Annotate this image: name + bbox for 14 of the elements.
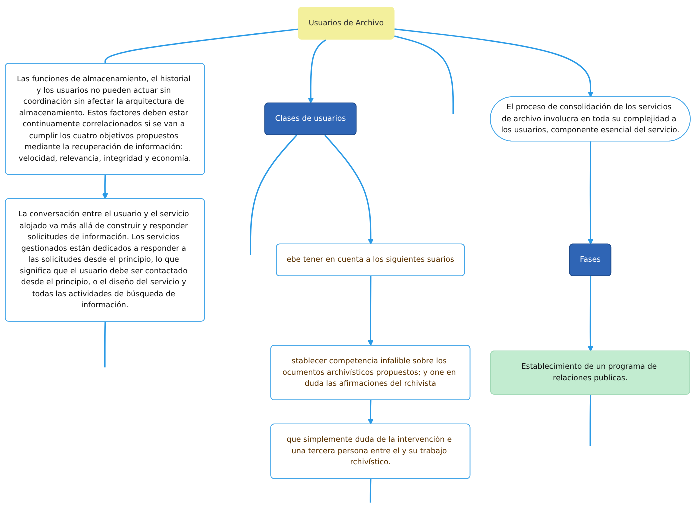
arrow (588, 276, 594, 352)
arrow (394, 28, 594, 98)
arrow (308, 38, 327, 104)
connector (590, 394, 592, 446)
connector (394, 35, 454, 114)
arrow (368, 400, 374, 424)
connector (250, 134, 298, 255)
connector (370, 478, 372, 503)
connector (104, 28, 299, 64)
arrow (368, 276, 374, 346)
arrow (588, 141, 594, 244)
arrow (102, 174, 108, 200)
connector (104, 321, 106, 368)
arrow (324, 134, 374, 244)
